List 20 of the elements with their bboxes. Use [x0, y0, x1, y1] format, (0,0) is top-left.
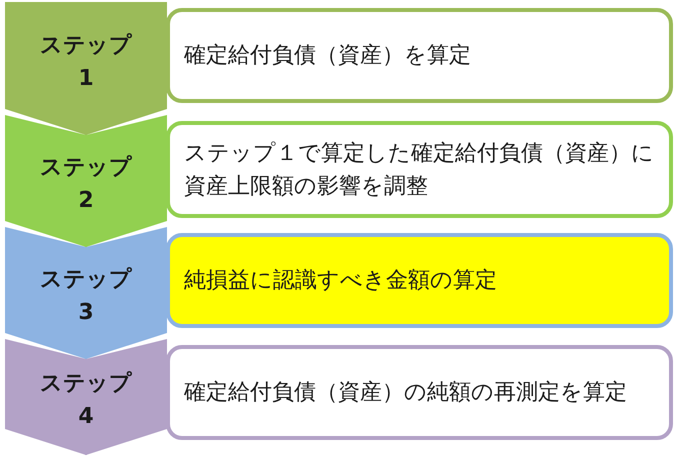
step-description-box [166, 345, 673, 440]
chevron-arrow [5, 221, 167, 247]
chevron-arrow [5, 429, 167, 455]
step-label: ステップ 4 [39, 370, 133, 431]
step-description-box [166, 121, 673, 218]
step-description: ステップ１で算定した確定給付負債（資産）に資産上限額の影響を調整 [184, 140, 655, 200]
step-label: ステップ 3 [39, 266, 133, 327]
chevron-arrow [5, 333, 167, 359]
step-banner [5, 115, 167, 221]
step-description: 純損益に認識すべき金額の算定 [184, 267, 497, 295]
step-label: ステップ 1 [39, 32, 133, 92]
step-description: 確定給付負債（資産）の純額の再測定を算定 [184, 379, 627, 407]
chevron-arrow [5, 109, 167, 135]
step-description: 確定給付負債（資産）を算定 [184, 42, 471, 70]
step-banner [5, 227, 167, 333]
step-banner [5, 339, 167, 429]
step-label: ステップ 2 [39, 154, 133, 215]
step-description-box [166, 233, 673, 328]
step-banner [5, 2, 167, 109]
step-description-box [166, 8, 673, 103]
